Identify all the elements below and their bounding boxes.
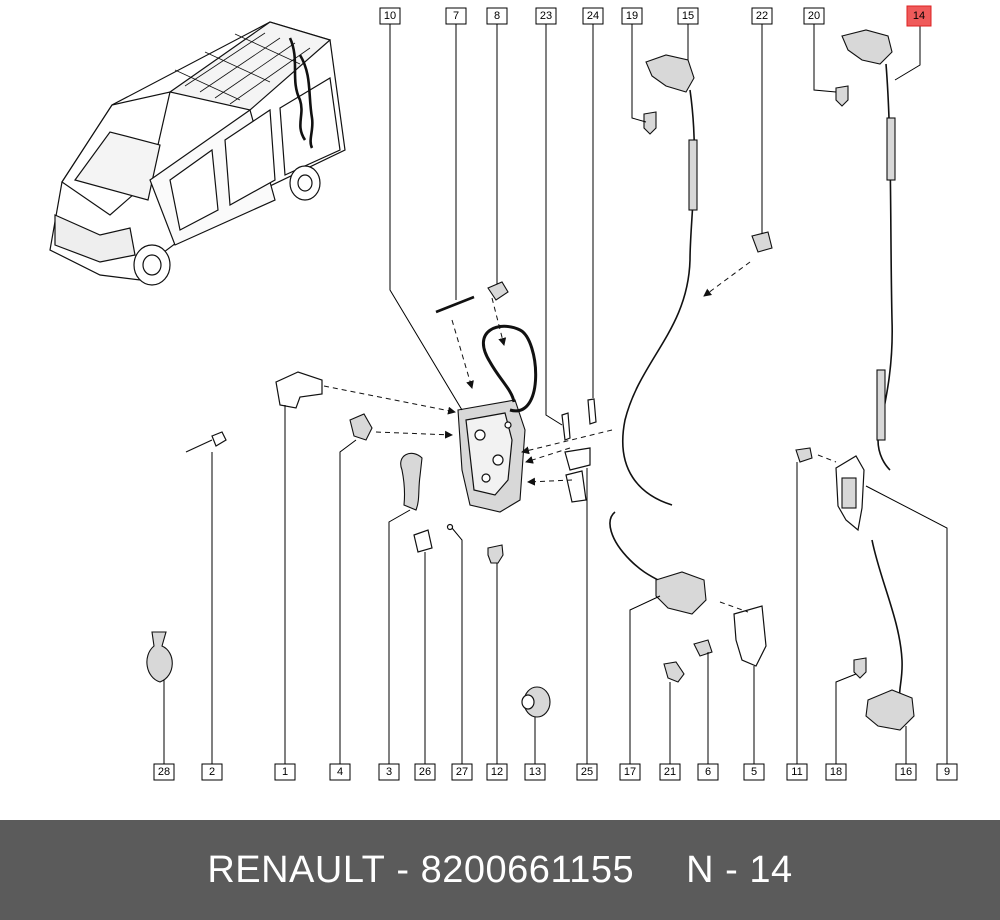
separator: - [385,848,421,891]
svg-text:15: 15 [682,10,694,22]
callout-19: 19 [621,7,643,25]
callout-15: 15 [677,7,699,25]
svg-text:28: 28 [158,766,170,778]
callout-5: 5 [743,763,765,781]
svg-text:21: 21 [664,766,676,778]
part-6-bolt [693,639,713,657]
part-footer-banner: RENAULT - 8200661155 N - 14 [0,820,1000,920]
part-16-latch [865,689,915,731]
callout-7: 7 [445,7,467,25]
svg-text:22: 22 [756,10,768,22]
part-8-clip [487,281,509,301]
svg-text:7: 7 [453,10,459,22]
van-illustration [49,21,346,286]
callout-4: 4 [329,763,351,781]
callout-27: 27 [451,763,473,781]
part-12-screw [487,544,504,564]
svg-text:12: 12 [491,766,503,778]
callout-18: 18 [825,763,847,781]
ref-number: 14 [749,848,793,891]
callout-25: 25 [576,763,598,781]
callouts-top: 10 7 8 23 24 19 15 22 20 14 [379,5,932,27]
callout-9: 9 [936,763,958,781]
svg-text:6: 6 [705,766,711,778]
part-number: 8200661155 [420,848,635,891]
loop-rod [482,324,538,413]
svg-text:2: 2 [209,766,215,778]
svg-text:9: 9 [944,766,950,778]
part-14-latch [841,29,893,65]
callout-28: 28 [153,763,175,781]
callout-3: 3 [378,763,400,781]
assembly-arrows [323,261,837,613]
callout-14-highlighted: 14 [906,5,932,27]
callout-26: 26 [414,763,436,781]
part-11-screw [795,447,813,463]
callout-11: 11 [786,763,808,781]
callout-21: 21 [659,763,681,781]
part-27-ring [446,523,454,531]
svg-text:11: 11 [791,766,802,778]
part-7-rod [435,295,475,314]
svg-text:20: 20 [808,10,820,22]
part-24-pin [587,398,597,425]
part-4-pad [349,413,373,441]
callout-2: 2 [201,763,223,781]
callout-23: 23 [535,7,557,25]
callout-16: 16 [895,763,917,781]
part-3-handle [400,452,423,511]
svg-text:19: 19 [626,10,638,22]
callout-10: 10 [379,7,401,25]
part-15-latch [645,54,695,93]
part-17-latch [655,571,707,615]
part-25-bracket [564,447,591,503]
part-1-bracket [275,371,323,409]
svg-text:24: 24 [587,10,599,22]
part-22-clip [751,231,773,253]
parts-diagram: 10 7 8 23 24 19 15 22 20 14 28 2 1 4 3 2… [49,5,958,781]
lock-assembly [457,399,526,513]
svg-text:1: 1 [282,766,288,778]
svg-text:8: 8 [494,10,500,22]
svg-text:4: 4 [337,766,343,778]
part-28-tag [146,631,173,683]
svg-text:17: 17 [624,766,636,778]
part-20-screw [835,85,849,107]
svg-text:16: 16 [900,766,912,778]
svg-text:27: 27 [456,766,468,778]
svg-text:3: 3 [386,766,392,778]
svg-text:14: 14 [913,10,925,22]
part-21-bolt [663,661,685,683]
leader-lines [163,24,948,764]
svg-text:18: 18 [830,766,842,778]
callout-13: 13 [524,763,546,781]
svg-text:26: 26 [419,766,431,778]
part-15-cable [622,89,696,506]
part-19-screw [643,111,657,135]
brand-name: RENAULT [207,848,386,891]
part-18-screw [853,657,867,679]
callout-22: 22 [751,7,773,25]
ref-prefix: N - [686,848,750,891]
callout-20: 20 [803,7,825,25]
part-2-rivet [185,431,227,453]
part-5-bracket [733,605,767,667]
svg-text:5: 5 [751,766,757,778]
callout-24: 24 [582,7,604,25]
callout-6: 6 [697,763,719,781]
callout-1: 1 [274,763,296,781]
svg-text:25: 25 [581,766,593,778]
svg-text:10: 10 [384,10,396,22]
part-23-pin [561,412,571,441]
part-16-cable [871,539,903,701]
callout-17: 17 [619,763,641,781]
callouts-bottom: 28 2 1 4 3 26 27 12 13 25 17 21 6 5 11 1… [153,763,958,781]
svg-text:13: 13 [529,766,541,778]
callout-12: 12 [486,763,508,781]
svg-text:23: 23 [540,10,552,22]
part-17-cable [609,511,663,583]
part-26-gasket [413,529,433,553]
callout-8: 8 [486,7,508,25]
